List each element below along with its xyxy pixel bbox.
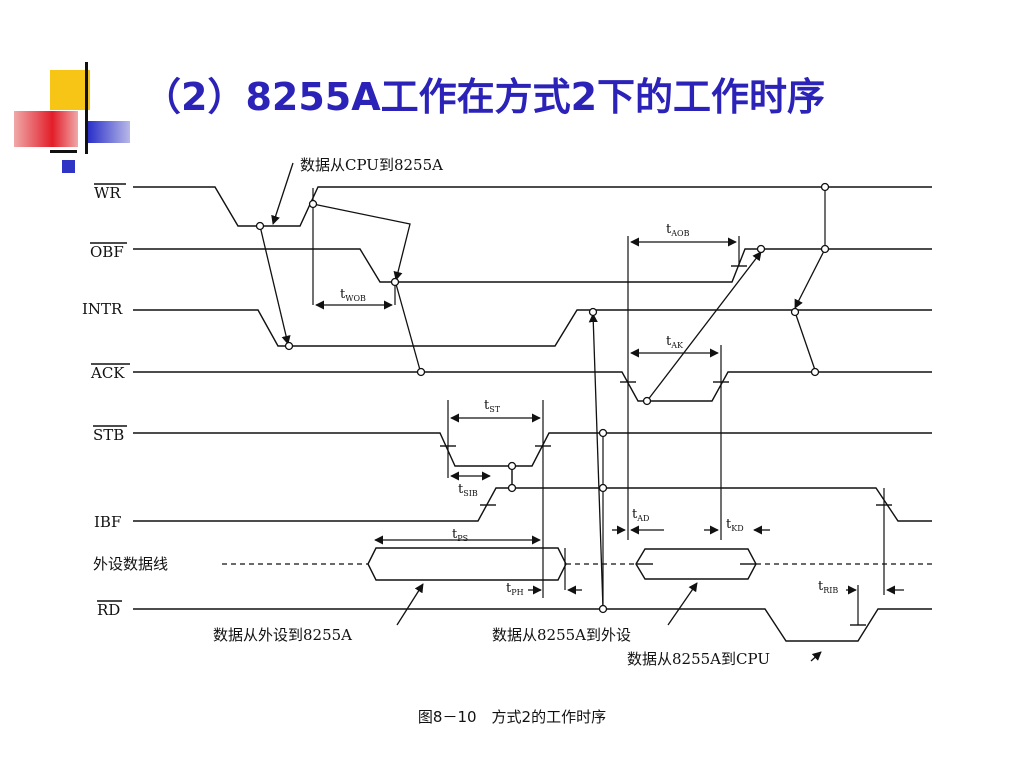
dot — [284, 341, 294, 351]
wave-wr — [133, 186, 932, 227]
dot — [416, 367, 426, 377]
pointer-8255-to-cpu — [810, 651, 822, 662]
wave-peripheral-data — [222, 547, 932, 581]
signal-label-wr: WR — [94, 184, 121, 202]
dot — [255, 221, 265, 231]
signal-label-peripheral-data: 外设数据线 — [93, 555, 168, 573]
label-t-wob: tWOB — [340, 287, 366, 303]
arrow-ack-to-obf — [646, 251, 762, 402]
dot — [820, 182, 830, 192]
dot — [598, 483, 608, 493]
label-t-ak: tAK — [666, 334, 684, 350]
data-valid-window-1 — [367, 547, 567, 581]
annotation-8255-to-cpu: 数据从8255A到CPU — [627, 650, 770, 668]
label-t-ps: tPS — [452, 527, 468, 543]
decor-blue-bar — [88, 121, 130, 143]
dot — [598, 604, 608, 614]
decor-yellow-square — [50, 70, 90, 110]
decor-vertical-line — [85, 62, 88, 154]
arrow-wr-to-intr — [259, 225, 291, 345]
wave-obf — [133, 248, 932, 283]
label-t-ph: tPH — [506, 581, 524, 597]
wave-rd — [133, 608, 932, 642]
decor-small-square — [62, 160, 75, 173]
signal-label-intr: INTR — [82, 300, 123, 318]
dot — [308, 199, 318, 209]
arrow-obf-to-ack — [395, 283, 421, 371]
connection-dots — [255, 182, 830, 614]
arrow-intr-to-ack — [794, 311, 816, 371]
wave-intr — [133, 309, 932, 347]
slide-title: （2）8255A工作在方式2下的工作时序 — [143, 75, 826, 119]
dot — [507, 483, 517, 493]
annotation-peripheral-to-8255: 数据从外设到8255A — [213, 626, 352, 644]
dot — [810, 367, 820, 377]
timing-labels: tWOB tAOB tAK tST tSIB tAD tKD tPS tPH t… — [340, 222, 838, 597]
annotations: 数据从CPU到8255A 数据从外设到8255A 数据从8255A到外设 数据从… — [213, 156, 770, 668]
arrow-rd-to-intr — [588, 313, 604, 610]
label-t-ad: tAD — [632, 507, 649, 523]
label-t-rib: tRIB — [818, 579, 838, 595]
dot — [598, 428, 608, 438]
dot — [756, 244, 766, 254]
decor-horizontal-line — [50, 150, 77, 153]
pointer-peripheral-data — [396, 583, 424, 626]
dot — [790, 307, 800, 317]
label-t-aob: tAOB — [666, 222, 690, 238]
dot — [390, 277, 400, 287]
dot — [588, 307, 598, 317]
pointer-8255-to-peripheral — [667, 582, 698, 626]
wave-stb — [133, 432, 932, 467]
edge-ticks — [440, 265, 892, 626]
signal-label-stb: STB — [93, 426, 124, 444]
signal-label-obf: OBF — [90, 243, 124, 261]
signal-label-ibf: IBF — [94, 513, 121, 531]
label-t-st: tST — [484, 398, 501, 414]
wave-ack — [133, 371, 932, 402]
signal-label-rd: RD — [97, 601, 120, 619]
timing-dimensions — [315, 237, 904, 595]
annotation-8255-to-peripheral: 数据从8255A到外设 — [492, 626, 631, 644]
waveforms — [133, 186, 932, 642]
dot — [642, 396, 652, 406]
reference-lines — [312, 187, 885, 625]
signal-label-ack: ACK — [90, 364, 125, 382]
label-t-kd: tKD — [726, 517, 744, 533]
decor-red-bar — [14, 111, 78, 147]
dot — [507, 461, 517, 471]
arrow-wr-to-obf — [312, 203, 411, 281]
dot — [820, 244, 830, 254]
figure-caption: 图8－10 方式2的工作时序 — [417, 708, 607, 726]
pointer-cpu-data — [271, 162, 294, 225]
signal-labels: WR OBF INTR ACK STB IBF 外设数据线 RD — [82, 183, 168, 619]
wave-ibf — [133, 487, 932, 522]
label-t-sib: tSIB — [458, 482, 478, 498]
annotation-cpu-to-8255: 数据从CPU到8255A — [300, 156, 443, 174]
arrow-wr-to-intr2 — [794, 248, 826, 309]
data-valid-window-2 — [635, 548, 757, 580]
causal-arrows — [259, 162, 826, 662]
